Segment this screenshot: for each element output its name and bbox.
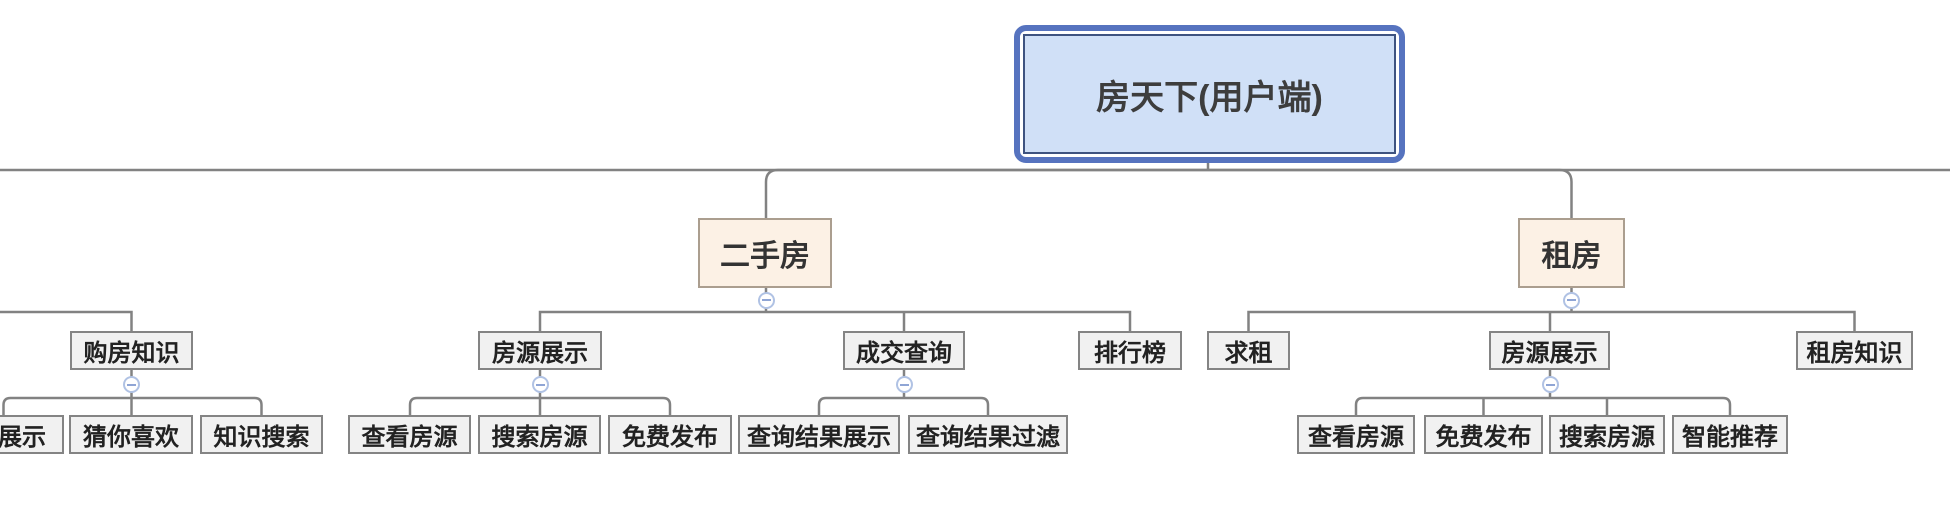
connector-to-secondhand: [764, 168, 1208, 218]
node-search-listings-secondhand[interactable]: 搜索房源: [478, 415, 601, 454]
collapse-icon-buy-knowledge[interactable]: [123, 376, 140, 393]
node-ranking[interactable]: 排行榜: [1078, 331, 1182, 370]
minus-icon: [535, 383, 545, 386]
node-seek-rent[interactable]: 求租: [1207, 331, 1290, 370]
node-knowledge-search[interactable]: 知识搜索: [200, 415, 323, 454]
connector-left-group-rail: [0, 310, 133, 331]
node-search-listings-rent[interactable]: 搜索房源: [1549, 415, 1665, 454]
minus-icon: [127, 383, 136, 386]
node-display-clipped[interactable]: 展示: [0, 415, 64, 454]
collapse-icon-listing-rent[interactable]: [1541, 376, 1559, 393]
node-free-publish-secondhand[interactable]: 免费发布: [608, 415, 732, 454]
node-view-listings-secondhand[interactable]: 查看房源: [348, 415, 471, 454]
connector-listing-sh-children-rail: [408, 396, 672, 415]
node-secondhand[interactable]: 二手房: [698, 218, 832, 288]
node-buy-knowledge[interactable]: 购房知识: [70, 331, 193, 370]
collapse-icon-secondhand[interactable]: [757, 291, 775, 309]
node-rent[interactable]: 租房: [1518, 218, 1625, 288]
node-guess-you-like[interactable]: 猜你喜欢: [69, 415, 193, 454]
minus-icon: [761, 299, 771, 301]
connector-rent-rail: [1247, 310, 1856, 331]
connector-dealquery-children-rail: [817, 396, 990, 415]
node-root-label: 房天下(用户端): [1023, 34, 1396, 154]
node-root[interactable]: 房天下(用户端): [1014, 25, 1405, 163]
minus-icon: [899, 383, 909, 386]
connector-secondhand-rail: [538, 310, 1132, 331]
collapse-icon-rent[interactable]: [1563, 291, 1580, 309]
node-rent-knowledge[interactable]: 租房知识: [1796, 331, 1913, 370]
connector-buyknowledge-children-rail: [2, 396, 263, 415]
node-query-result-filter[interactable]: 查询结果过滤: [908, 415, 1068, 454]
node-free-publish-rent[interactable]: 免费发布: [1424, 415, 1543, 454]
node-listing-display-rent[interactable]: 房源展示: [1489, 331, 1610, 370]
collapse-icon-listing-secondhand[interactable]: [531, 376, 549, 393]
minus-icon: [1545, 383, 1555, 386]
node-view-listings-rent[interactable]: 查看房源: [1297, 415, 1415, 454]
node-smart-recommend[interactable]: 智能推荐: [1672, 415, 1788, 454]
minus-icon: [1567, 299, 1576, 301]
collapse-icon-deal-query[interactable]: [895, 376, 913, 393]
node-deal-query[interactable]: 成交查询: [843, 331, 965, 370]
node-listing-display-secondhand[interactable]: 房源展示: [478, 331, 602, 370]
connector-to-rent: [1208, 168, 1573, 218]
connector-listing-rent-children-rail: [1354, 396, 1732, 415]
node-query-result-display[interactable]: 查询结果展示: [738, 415, 900, 454]
